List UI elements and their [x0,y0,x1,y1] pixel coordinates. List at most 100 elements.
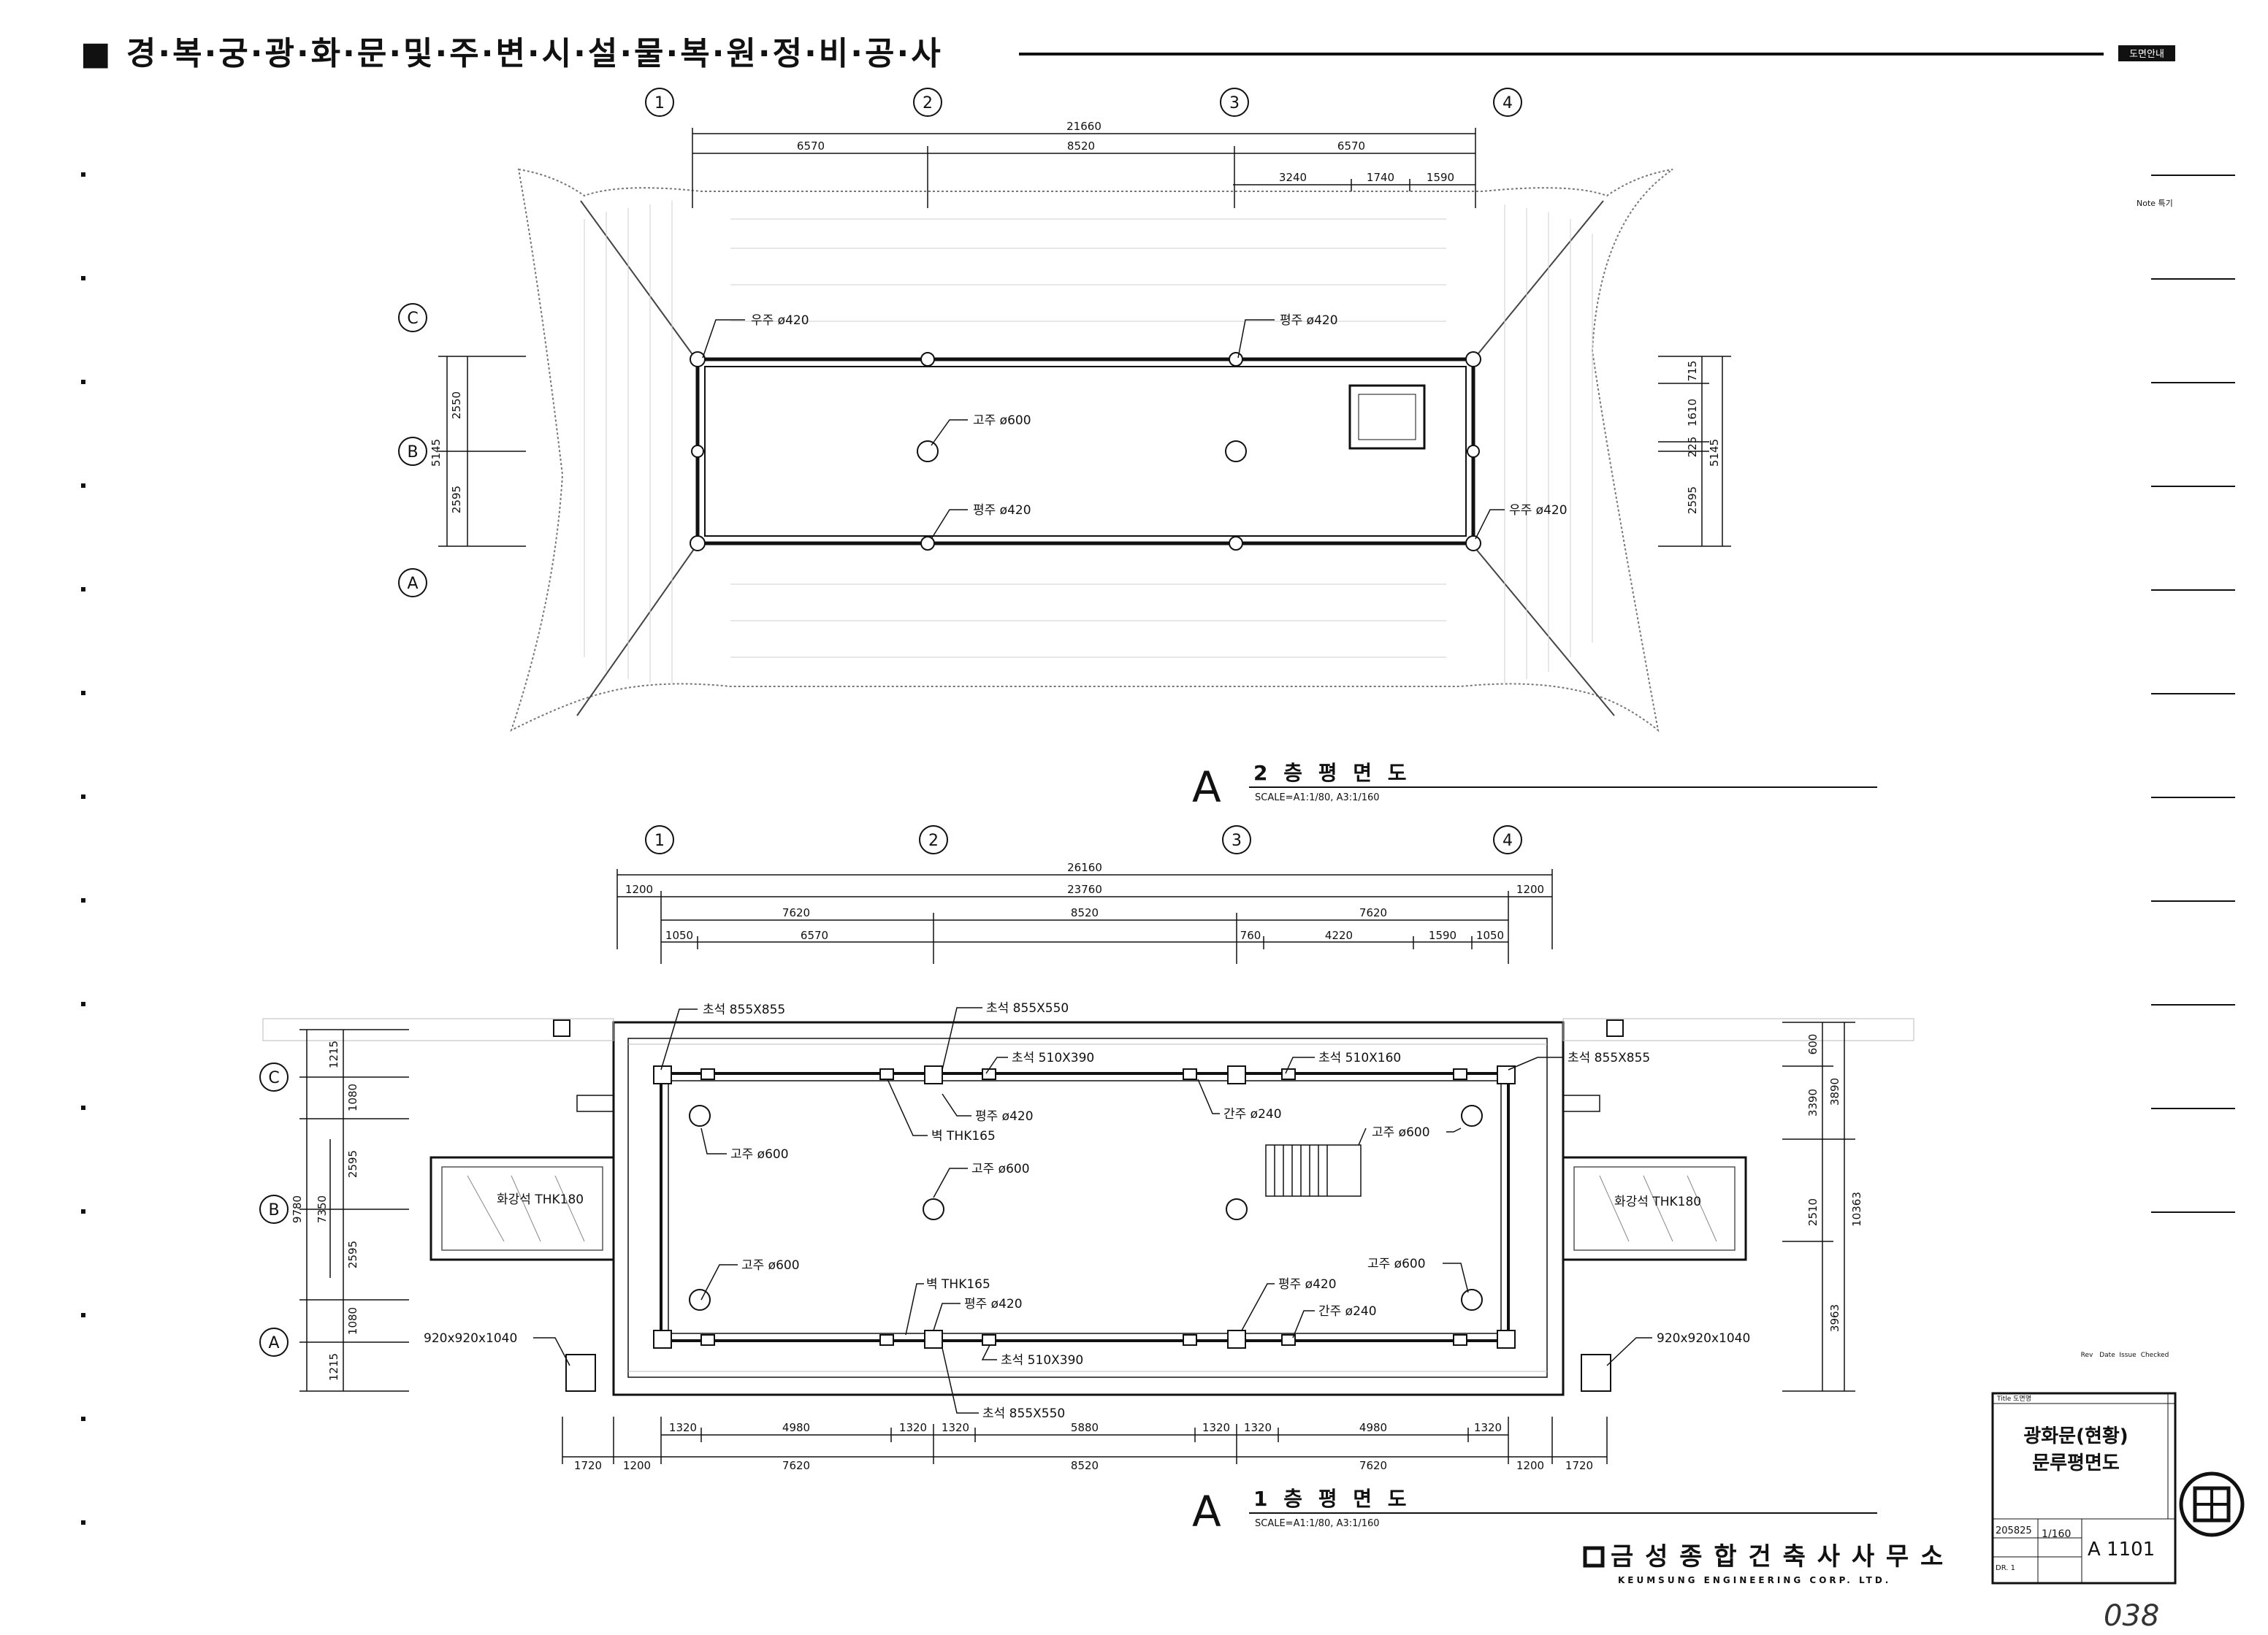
grid-bubble-4-1f: 4 [1503,832,1513,850]
label-pyeongjoo-b: 평주 ø420 [964,1297,1023,1312]
grid-bubble-a-1f: A [268,1334,279,1352]
plan-1f: 1 2 3 4 C B A 26160 1200 23760 1200 7620 [259,825,1914,1536]
dim-1080-b: 1080 [346,1307,359,1335]
firm-logo [1583,1546,1605,1568]
grid-bubble-b: B [407,443,418,462]
dim-7620-tl: 7620 [782,906,810,919]
grid-bubble-c-1f: C [268,1069,279,1087]
grid-bubble-a: A [407,575,418,593]
dim-7620-tr: 7620 [1359,906,1387,919]
title-block: Rev Date Issue Checked Title 도면명 광화문(현황)… [1991,1352,2245,1585]
dim-2595-b: 2595 [346,1241,359,1268]
label-choseok-855x550-t: 초석 855X550 [986,1001,1069,1016]
label-wall-b: 벽 THK165 [926,1277,990,1292]
dim-b-1320-2: 1320 [899,1421,927,1434]
dim-1590: 1590 [1427,171,1454,184]
left-margin-marks [81,172,85,1525]
dim-4220: 4220 [1325,929,1353,942]
label-pyeongjoo-top: 평주 ø420 [1280,313,1338,328]
plan2-title: 2 층 평 면 도 [1253,761,1411,785]
plan1-title-letter: A [1192,1487,1221,1536]
dim-1740: 1740 [1367,171,1394,184]
dim-21660: 21660 [1066,120,1101,133]
dim-8520: 8520 [1067,139,1095,153]
dim-b-1320-6: 1320 [1474,1421,1502,1434]
dim-6570-t: 6570 [801,929,828,942]
label-stone-r: 920x920x1040 [1657,1331,1750,1346]
plan2-title-letter: A [1192,762,1221,812]
grid-bubble-1: 1 [654,94,665,112]
dim-9780: 9780 [291,1195,304,1223]
label-gojoo: 고주 ø600 [973,413,1031,428]
dim-760: 760 [1240,929,1261,942]
drawing-title-2: 문루평면도 [2032,1452,2120,1474]
label-ganjoo-b: 간주 ø240 [1318,1304,1377,1319]
dim-3890: 3890 [1828,1078,1841,1106]
dim-1200-tr: 1200 [1516,883,1544,896]
grid-bubble-b-1f: B [268,1201,279,1219]
label-choseok-855x855-l: 초석 855X855 [703,1003,785,1017]
dim-1215-t: 1215 [327,1041,340,1068]
dim-6570-a: 6570 [797,139,825,153]
label-gojoo-c: 고주 ø600 [971,1162,1030,1176]
dim-10363: 10363 [1850,1192,1863,1227]
label-choseok-855x550-b: 초석 855X550 [982,1406,1065,1421]
label-wall-t: 벽 THK165 [931,1129,996,1144]
rev-header-checked: Checked [2141,1352,2169,1359]
sheet-number: A 1101 [2088,1539,2155,1561]
header-tag: 도면안내 [2129,49,2164,60]
dim-b-1320-3: 1320 [942,1421,969,1434]
sheet-title: ■ 경·복·궁·광·화·문·및·주·변·시·설·물·복·원·정·비·공·사 [80,35,943,72]
grid-bubble-2-1f: 2 [928,832,939,850]
dim-b-4980-1: 4980 [782,1421,810,1434]
tag-box [2118,45,2175,61]
dim-5145-r: 5145 [1708,439,1721,467]
grid-bubble-3: 3 [1229,94,1240,112]
dim-1050-l: 1050 [665,929,693,942]
label-ganjoo-t: 간주 ø240 [1223,1107,1282,1122]
grid-bubble-1-1f: 1 [654,832,665,850]
dim-600: 600 [1806,1034,1820,1055]
dim-225: 225 [1686,437,1699,458]
label-gojoo-br: 고주 ø600 [1367,1257,1426,1271]
plan1-scale: SCALE=A1:1/80, A3:1/160 [1255,1518,1380,1529]
dim-26160: 26160 [1067,861,1102,874]
dim-b-5880: 5880 [1071,1421,1099,1434]
grid-bubble-4: 4 [1503,94,1513,112]
page-number-note: 038 [2104,1599,2159,1633]
dim-b-1720-l: 1720 [574,1459,602,1472]
label-gojoo-tr: 고주 ø600 [1372,1125,1430,1140]
dim-715: 715 [1686,361,1699,382]
rev-header-rev: Rev [2081,1352,2093,1359]
dim-b-7620-r: 7620 [1359,1459,1387,1472]
label-choseok-510x390-b: 초석 510X390 [1001,1353,1083,1368]
dim-8520-t: 8520 [1071,906,1099,919]
dim-1050-r: 1050 [1476,929,1504,942]
dim-b-1200-r: 1200 [1516,1459,1544,1472]
job-number: 205825 [1996,1525,2032,1536]
dim-5145-l: 5145 [429,439,443,467]
grid-bubble-2: 2 [923,94,933,112]
rev-header-date: Date [2099,1352,2115,1359]
dim-b-1720-r: 1720 [1565,1459,1593,1472]
dim-3963: 3963 [1828,1304,1841,1332]
plan-2f: 1 2 3 4 C B A 21660 6570 8520 6570 3240 … [398,88,1877,812]
firm-name: 금 성 종 합 건 축 사 사 무 소 [1611,1542,1944,1571]
dim-b-7620-l: 7620 [782,1459,810,1472]
seal-stamp [2179,1471,2245,1537]
grid-bubble-3-1f: 3 [1232,832,1242,850]
firm-english: KEUMSUNG ENGINEERING CORP. LTD. [1618,1575,1891,1585]
dim-1200-tl: 1200 [625,883,653,896]
plan2-scale: SCALE=A1:1/80, A3:1/160 [1255,792,1380,803]
label-gojoo-tl: 고주 ø600 [730,1147,789,1162]
dim-b-1320-5: 1320 [1244,1421,1272,1434]
dim-1215-b: 1215 [327,1353,340,1381]
dim-b-8520: 8520 [1071,1459,1099,1472]
right-margin-arrows [2151,175,2235,1213]
dim-2595-r: 2595 [1686,486,1699,514]
dim-3240: 3240 [1279,171,1307,184]
label-pyeongjoo-bottom: 평주 ø420 [973,503,1031,518]
label-choseok-510x390-t: 초석 510X390 [1012,1051,1094,1065]
label-choseok-510x160: 초석 510X160 [1318,1051,1401,1065]
label-stone-l: 920x920x1040 [424,1331,517,1346]
